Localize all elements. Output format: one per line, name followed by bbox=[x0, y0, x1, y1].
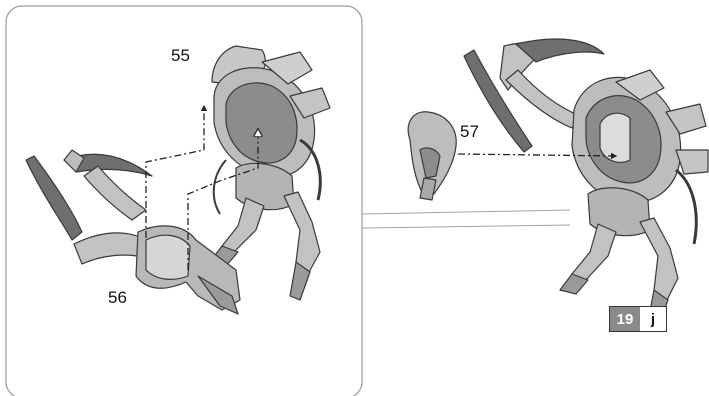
step-sub-letter: j bbox=[640, 307, 666, 331]
head-part bbox=[408, 112, 456, 200]
assembled-model bbox=[464, 39, 708, 326]
step-badge: 19 j bbox=[609, 306, 667, 332]
step-number: 19 bbox=[610, 307, 640, 331]
part-number-56: 56 bbox=[108, 289, 127, 306]
callout-lines bbox=[362, 210, 570, 228]
part-number-57: 57 bbox=[460, 123, 479, 140]
part-number-55: 55 bbox=[171, 47, 190, 64]
